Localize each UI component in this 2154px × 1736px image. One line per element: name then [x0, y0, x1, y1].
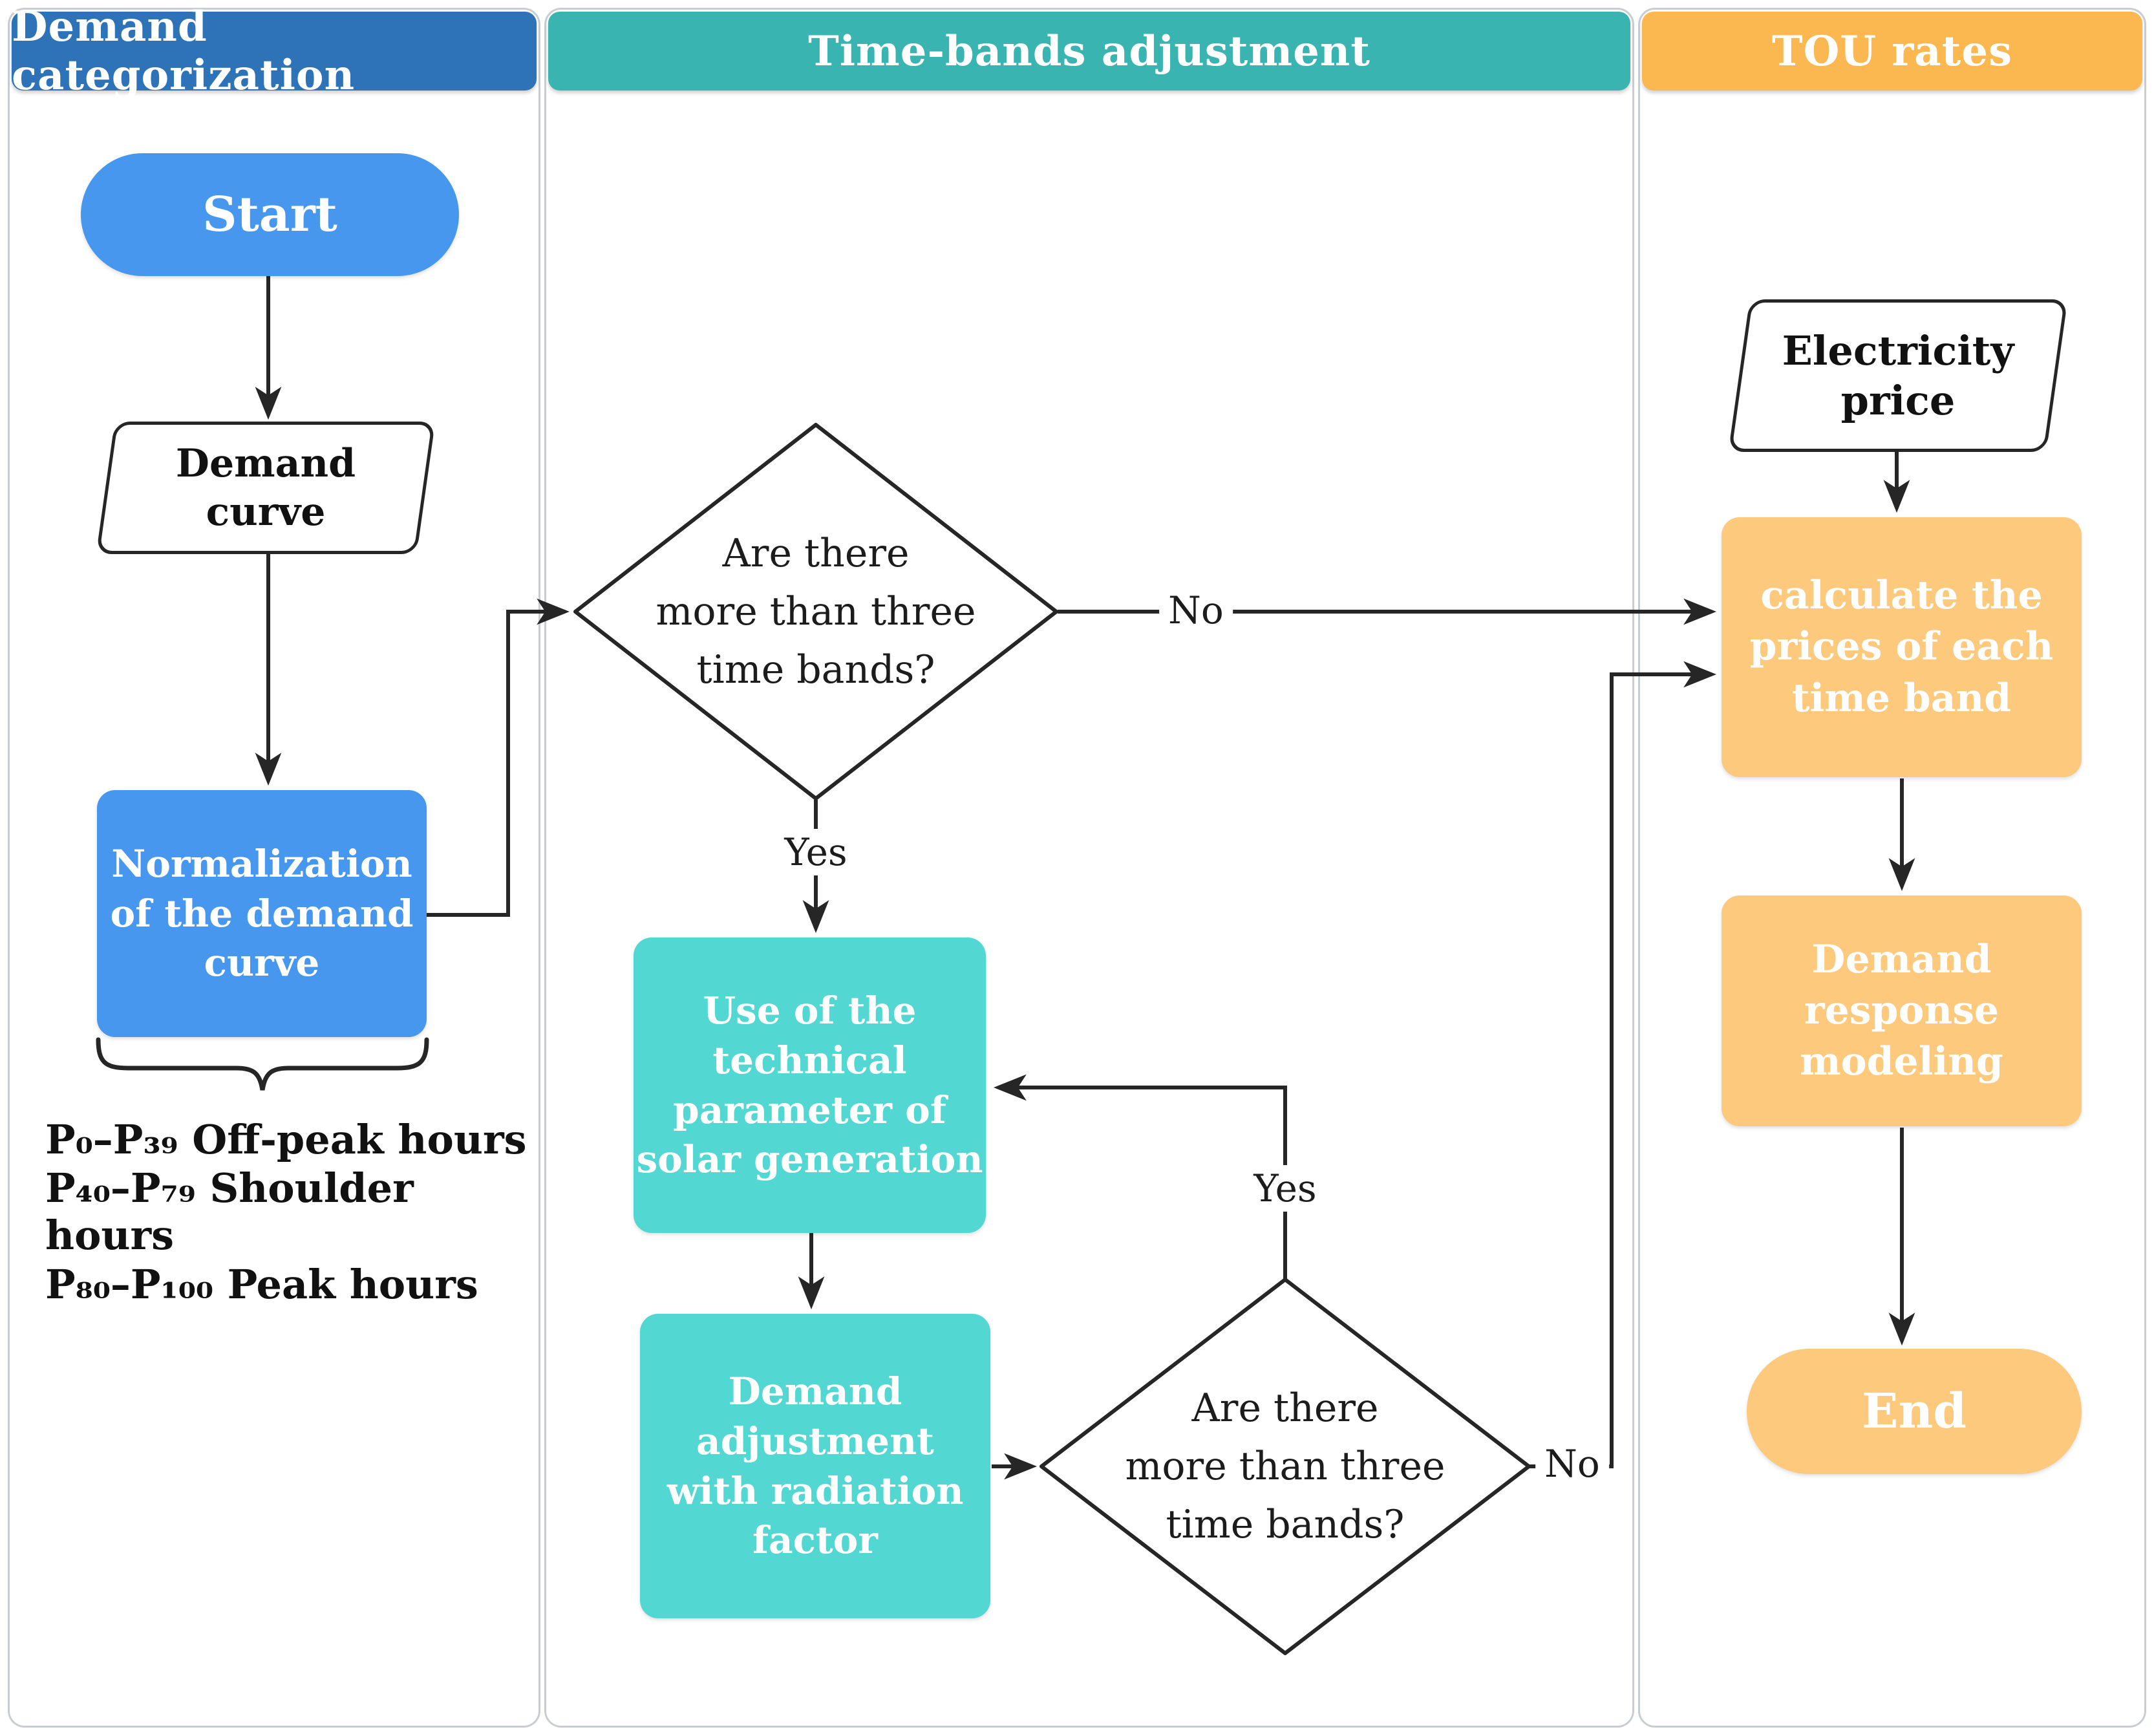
node-end: End: [1747, 1349, 2082, 1474]
demand-curve-label: Demand curve: [175, 440, 356, 535]
node-calculate-prices: calculate the prices of each time band: [1722, 517, 2082, 777]
column-header-tou-rates: TOU rates: [1642, 12, 2142, 91]
node-normalization: Normalization of the demand curve: [97, 790, 427, 1037]
edge-label-decision2-no: No: [1535, 1441, 1609, 1487]
node-demand-curve: Demand curve: [96, 422, 436, 554]
node-demand-response: Demand response modeling: [1722, 895, 2082, 1126]
percentile-shoulder: P₄₀–P₇₉ Shoulder hours: [45, 1164, 414, 1259]
edge-label-decision2-yes: Yes: [1244, 1165, 1326, 1212]
electricity-price-label: Electricity price: [1782, 327, 2014, 425]
node-demand-adjustment: Demand adjustment with radiation factor: [640, 1314, 990, 1618]
column-header-demand-categorization: Demand categorization: [12, 3, 537, 100]
percentile-peak: P₈₀–P₁₀₀ Peak hours: [45, 1260, 478, 1308]
node-use-technical-parameter: Use of the technical parameter of solar …: [634, 938, 986, 1233]
decision1-label: Are there more than three time bands?: [656, 531, 976, 692]
decision2-label: Are there more than three time bands?: [1125, 1386, 1445, 1547]
column-header-time-bands-adjustment: Time-bands adjustment: [548, 12, 1630, 91]
node-start: Start: [81, 153, 459, 276]
node-electricity-price: Electricity price: [1728, 299, 2068, 452]
percentile-offpeak: P₀–P₃₉ Off-peak hours: [45, 1115, 527, 1163]
edge-label-decision1-no: No: [1159, 587, 1233, 634]
edge-label-decision1-yes: Yes: [775, 829, 857, 875]
percentile-legend: P₀–P₃₉ Off-peak hours P₄₀–P₇₉ Shoulder h…: [45, 1103, 556, 1320]
